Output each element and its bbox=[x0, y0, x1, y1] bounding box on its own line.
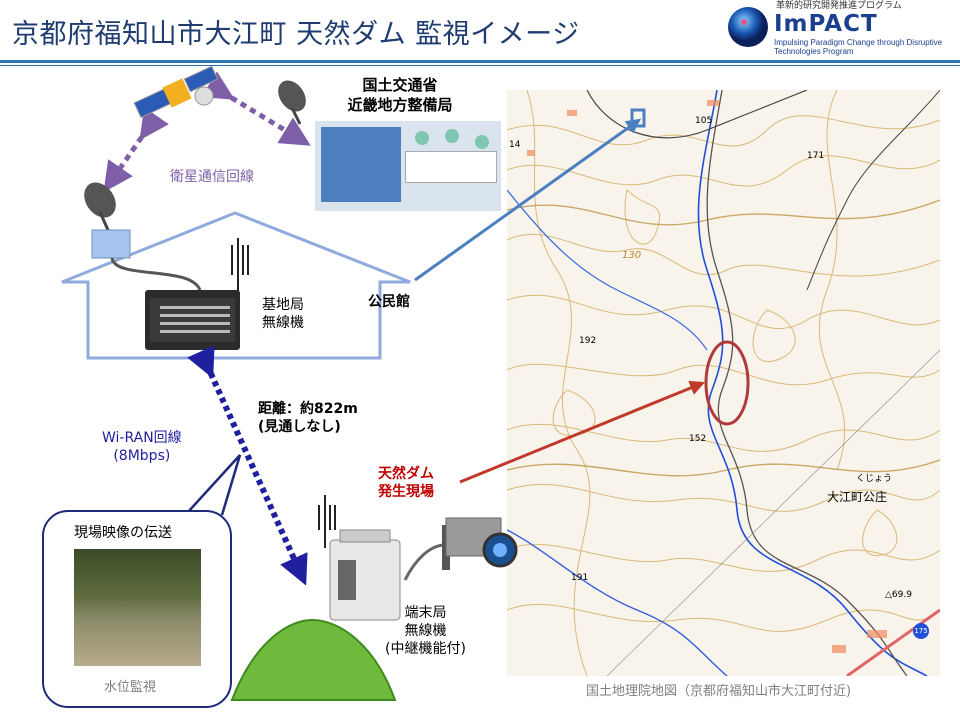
elevation-171: 171 bbox=[807, 151, 825, 161]
person-icon bbox=[415, 131, 429, 145]
elevation-191: 191 bbox=[571, 573, 589, 583]
callout-title: 現場映像の伝送 bbox=[74, 525, 172, 541]
base-station-label: 基地局 無線機 bbox=[262, 297, 304, 332]
meeting-table-icon bbox=[405, 151, 497, 183]
callout-caption: 水位監視 bbox=[104, 680, 157, 695]
base-antenna-icon bbox=[231, 238, 249, 292]
terminal-antenna-icon bbox=[318, 495, 336, 548]
mlit-office-illustration bbox=[315, 121, 501, 211]
wiran-link-arrow bbox=[187, 345, 308, 586]
dam-arrow bbox=[459, 380, 705, 484]
elevation-69-9: △69.9 bbox=[885, 590, 912, 600]
satellite-dish-icon-mlit bbox=[278, 80, 306, 125]
logo-top-text: 革新的研究開発推進プログラム bbox=[776, 1, 902, 11]
person-icon bbox=[475, 135, 489, 149]
satellite-icon bbox=[133, 65, 219, 119]
dam-location-marker bbox=[704, 340, 750, 426]
satellite-link-arrow-right bbox=[201, 71, 311, 146]
callout-tail bbox=[187, 454, 242, 516]
dam-label: 天然ダム 発生現場 bbox=[378, 466, 434, 501]
hall-location-arrow bbox=[414, 118, 642, 282]
elevation-152: 152 bbox=[689, 434, 707, 444]
water-level-photo bbox=[74, 549, 201, 666]
hill-icon bbox=[230, 618, 397, 701]
camera-icon bbox=[403, 517, 518, 581]
elevation-192: 192 bbox=[579, 336, 597, 346]
logo-globe-icon bbox=[728, 7, 768, 47]
terminal-radio-icon bbox=[329, 529, 401, 621]
title-divider bbox=[0, 60, 960, 63]
community-hall-label: 公民館 bbox=[368, 294, 410, 310]
distance-label: 距離：約822m (見通しなし) bbox=[258, 401, 358, 436]
person-icon bbox=[445, 129, 459, 143]
community-hall-outline bbox=[61, 211, 411, 360]
wiran-label: Wi-RAN回線 (8Mbps) bbox=[102, 430, 182, 465]
map-caption: 国土地理院地図（京都府福知山市大江町付近) bbox=[586, 684, 852, 699]
title-divider-thin bbox=[0, 65, 960, 66]
elevation-14: 14 bbox=[509, 140, 521, 150]
cable bbox=[110, 257, 202, 291]
elevation-105: 105 bbox=[695, 116, 713, 126]
satellite-dish-icon-hall bbox=[84, 182, 116, 231]
impact-logo: 革新的研究開発推進プログラム ImPACT Impulsing Paradigm… bbox=[726, 1, 958, 59]
mlit-label: 国土交通省 近畿地方整備局 bbox=[347, 76, 453, 114]
satellite-link-arrow-left bbox=[103, 107, 169, 193]
page-title: 京都府福知山市大江町 天然ダム 監視イメージ bbox=[12, 19, 580, 50]
logo-tagline: Impulsing Paradigm Change through Disrup… bbox=[774, 38, 943, 56]
satellite-modem-icon bbox=[91, 229, 131, 259]
hall-location-marker bbox=[630, 108, 646, 128]
terminal-label: 端末局 無線機 (中継機能付) bbox=[385, 605, 466, 658]
base-station-radio-icon bbox=[145, 290, 240, 350]
satellite-link-label: 衛星通信回線 bbox=[170, 169, 254, 185]
place-name: 大江町公庄 bbox=[827, 490, 888, 504]
elevation-130: 130 bbox=[622, 250, 642, 261]
route-shield: 175 bbox=[913, 623, 929, 639]
office-building-icon bbox=[321, 127, 401, 202]
map-contours bbox=[507, 90, 940, 676]
logo-name: ImPACT bbox=[774, 11, 878, 37]
topographic-map: 105 171 14 130 192 152 191 △69.9 くじょう 大江… bbox=[507, 90, 940, 676]
place-kana: くじょう bbox=[856, 474, 893, 484]
